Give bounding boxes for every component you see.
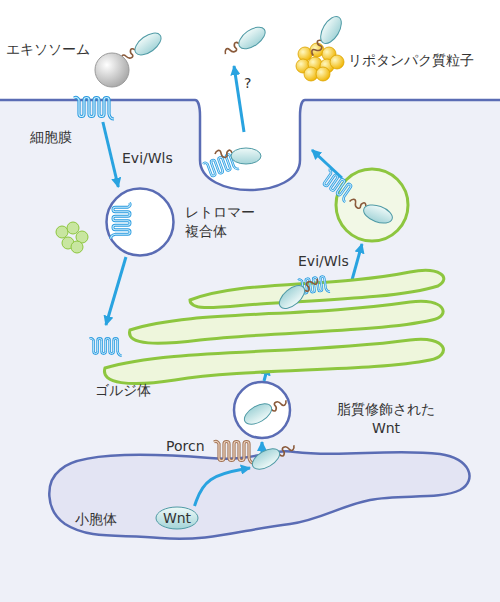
- node-shape: [72, 92, 116, 122]
- transport-connector: [195, 468, 250, 506]
- node-label: エキソソーム: [4, 40, 90, 59]
- golgi-cisterna: [104, 339, 443, 383]
- wnt-protein: [308, 13, 345, 61]
- evi-wls-symbol: [90, 338, 122, 355]
- seven-pass-symbol: [74, 97, 114, 119]
- lipoprotein-sphere: [330, 55, 344, 69]
- evi-wls-receptor: Evi/Wls: [72, 92, 116, 122]
- wnt-protein: [346, 196, 395, 227]
- node-label: レトロマー 複合体: [185, 203, 257, 241]
- cytoplasm: [0, 100, 500, 602]
- endoplasmic-reticulum: Porcn 脂質修飾された WntWnt 小胞体: [40, 440, 475, 545]
- retromer-particle: [67, 222, 79, 234]
- node-label: Porcn: [166, 437, 205, 456]
- node-shape: [212, 436, 256, 466]
- transport-arrow: [312, 150, 342, 178]
- node-label: 小胞体: [75, 510, 117, 529]
- node-shape: [250, 446, 282, 468]
- node-label: リポタンパク質粒子: [348, 51, 474, 70]
- wnt-protein: [249, 437, 297, 474]
- node-shape: [105, 187, 175, 257]
- transport-connector: [103, 122, 118, 187]
- membrane-protein-outline: [214, 441, 254, 463]
- evi-wls-outline: [90, 338, 122, 355]
- retromer-particle: [71, 241, 83, 253]
- golgi-stack: [104, 270, 443, 383]
- vesicle-circle: [107, 189, 174, 256]
- exosome-particle: エキソソーム: [94, 52, 130, 88]
- release-arrow: [234, 66, 244, 132]
- wnt-protein: [222, 23, 269, 62]
- secretory-vesicle: [336, 169, 408, 241]
- protein-label: Evi/Wls: [298, 252, 349, 271]
- retromer-particle: [56, 226, 68, 238]
- node-shape: [293, 40, 345, 82]
- node-label: ゴルジ体: [95, 381, 151, 400]
- evi-wls-core: [90, 338, 122, 355]
- membrane-protein-core: [74, 97, 114, 119]
- membrane-protein-outline: [74, 97, 114, 119]
- plasma-membrane: [0, 100, 500, 190]
- seven-pass-symbol: [214, 441, 254, 463]
- node-shape: [94, 52, 130, 88]
- node-label: 脂質修飾された Wnt: [330, 400, 442, 438]
- membrane-label: 細胞膜: [30, 128, 72, 147]
- wnt-protein: [241, 392, 289, 429]
- membrane-protein-outline: [111, 203, 131, 239]
- golgi-apparatus: ゴルジ体: [95, 325, 455, 390]
- wnt-ellipse: [156, 507, 198, 529]
- question-mark: ?: [244, 74, 251, 93]
- membrane-protein-core: [214, 441, 254, 463]
- node-shape: [95, 325, 455, 390]
- retromer-vesicle: レトロマー 複合体: [105, 187, 175, 257]
- transport-connector: [106, 257, 126, 325]
- transport-arrow: [352, 244, 362, 280]
- wnt-protein: [215, 148, 261, 164]
- seven-pass-symbol: [111, 203, 131, 239]
- lipoprotein-sphere: [316, 67, 330, 81]
- wnt-protein-node: Wnt: [155, 506, 199, 530]
- node-label: Wnt: [155, 506, 199, 530]
- node-label: Evi/Wls: [122, 149, 173, 168]
- lipoprotein-particle: リポタンパク質粒子: [293, 40, 345, 82]
- porcn-enzyme: Porcn: [212, 436, 256, 466]
- transport-vesicle: [234, 382, 290, 438]
- lipidated-wnt: 脂質修飾された Wnt: [250, 446, 282, 468]
- exosome-circle: [95, 53, 129, 87]
- membrane-protein-core: [111, 203, 131, 239]
- wnt-protein: [275, 271, 321, 313]
